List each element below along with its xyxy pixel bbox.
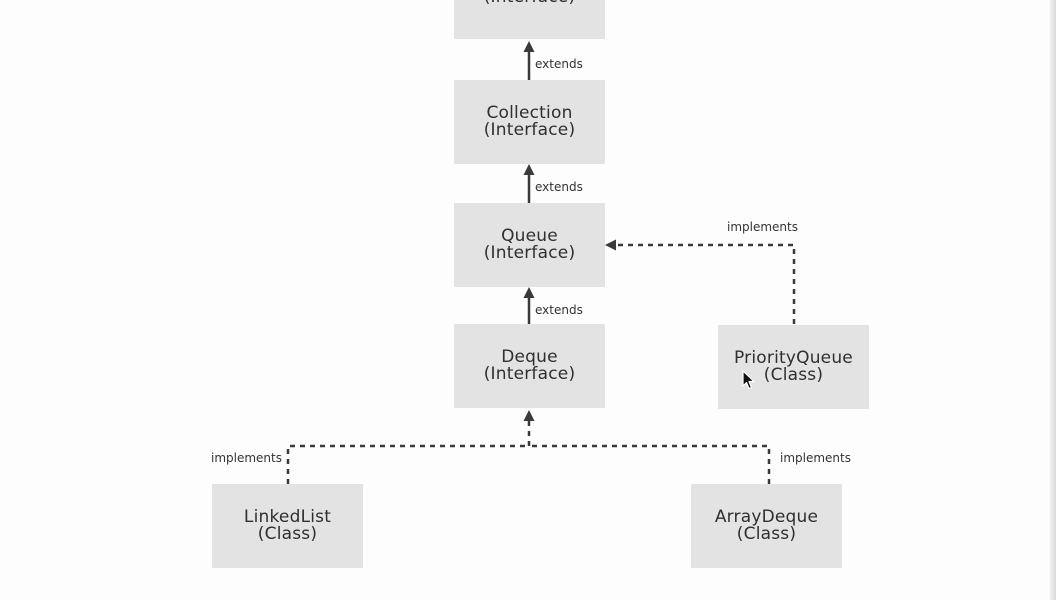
node-priorityqueue[interactable]: PriorityQueue (Class) (718, 325, 869, 409)
implements-line-arraydeque (529, 444, 771, 484)
node-linkedlist-name: LinkedList (243, 507, 332, 527)
extends-label-deque: extends (535, 303, 583, 317)
node-queue-name: Queue (501, 226, 558, 246)
node-collection-kind: (Interface) (483, 120, 576, 140)
extends-label-collection: extends (535, 57, 583, 71)
implements-label-linkedlist: implements (211, 451, 282, 465)
node-queue[interactable]: Queue (Interface) (454, 203, 605, 287)
implements-label-priorityqueue: implements (727, 220, 798, 234)
extends-arrowhead-collection (523, 164, 535, 175)
node-priorityqueue-kind: (Class) (763, 365, 824, 385)
node-collection[interactable]: Collection (Interface) (454, 80, 605, 164)
node-deque-name: Deque (501, 347, 558, 367)
implements-arrowhead-deque (523, 410, 535, 421)
node-arraydeque-kind: (Class) (736, 524, 797, 544)
node-queue-kind: (Interface) (483, 243, 576, 263)
implements-line-linkedlist (286, 444, 529, 484)
node-iterable-kind: (Interface) (484, 0, 576, 6)
node-linkedlist-kind: (Class) (257, 524, 318, 544)
node-deque[interactable]: Deque (Interface) (454, 324, 605, 408)
implements-label-arraydeque: implements (780, 451, 851, 465)
node-priorityqueue-name: PriorityQueue (734, 348, 853, 368)
node-arraydeque[interactable]: ArrayDeque (Class) (691, 484, 842, 568)
node-iterable[interactable]: (Interface) (454, 0, 605, 39)
extends-arrowhead-top (523, 41, 535, 52)
window-edge-shadow (1050, 0, 1056, 600)
extends-arrowhead-queue (523, 287, 535, 298)
extends-label-queue: extends (535, 180, 583, 194)
mouse-pointer-icon (742, 370, 755, 390)
node-collection-name: Collection (486, 103, 573, 123)
implements-line-priorityqueue-to-queue (615, 243, 796, 324)
node-linkedlist[interactable]: LinkedList (Class) (212, 484, 363, 568)
implements-arrowhead-queue (605, 239, 616, 251)
node-arraydeque-name: ArrayDeque (714, 507, 819, 527)
node-deque-kind: (Interface) (483, 364, 576, 384)
